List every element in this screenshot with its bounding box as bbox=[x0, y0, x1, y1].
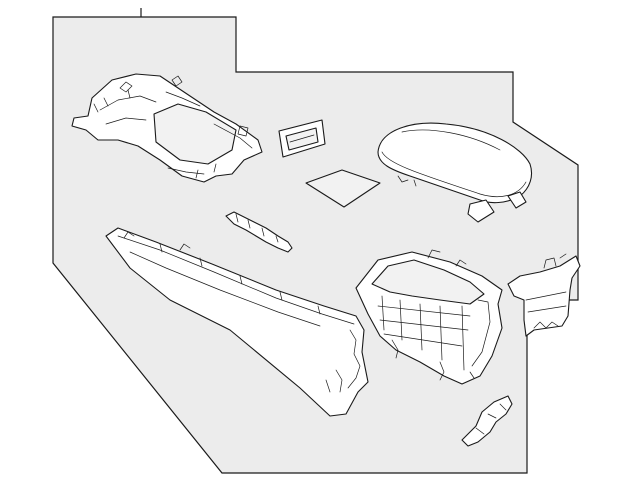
armrest-lid bbox=[377, 122, 533, 223]
lock-pin bbox=[225, 211, 293, 253]
pad-mat bbox=[305, 169, 381, 208]
lower-bracket bbox=[461, 395, 513, 447]
side-trim-panel bbox=[105, 227, 369, 417]
console-box bbox=[355, 249, 503, 385]
mounting-bracket bbox=[507, 253, 581, 337]
upper-bracket-frame bbox=[71, 73, 263, 183]
small-clip-plate bbox=[278, 119, 326, 158]
